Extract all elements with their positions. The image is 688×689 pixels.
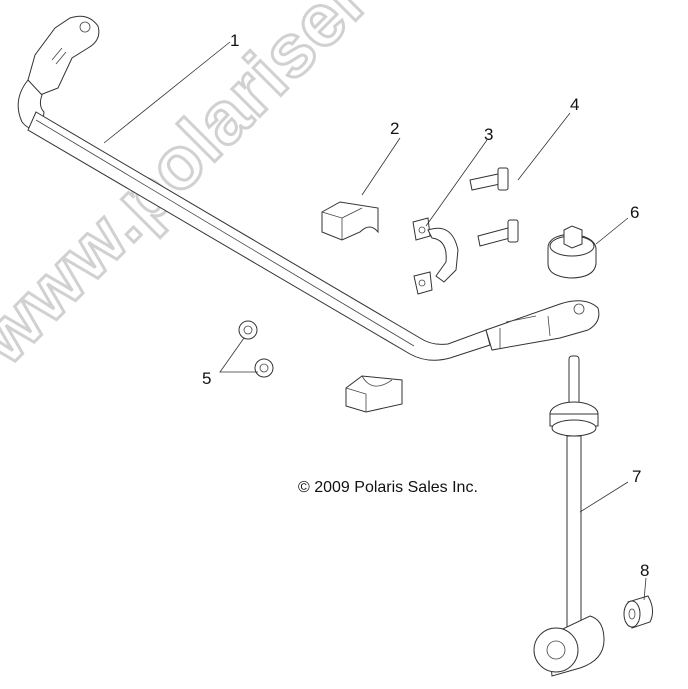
callout-8: 8: [640, 561, 649, 580]
bracket-clamp: [412, 217, 459, 295]
callout-1: 1: [230, 31, 239, 50]
leader-lines: [103, 41, 647, 601]
nuts: [238, 320, 274, 378]
copyright-notice: © 2009 Polaris Sales Inc.: [298, 479, 478, 496]
bushing-cap: [547, 225, 597, 279]
spacer-bushing: [623, 595, 654, 629]
bolts: [469, 167, 519, 247]
callout-2: 2: [390, 119, 399, 138]
callout-5: 5: [202, 369, 211, 388]
callout-4: 4: [570, 95, 579, 114]
callout-7: 7: [632, 467, 641, 486]
bushing-upper: [321, 201, 379, 241]
stabilizer-bar: [17, 15, 600, 361]
callout-numbers: 1 2 3 4 5 6 7 8: [202, 31, 649, 580]
link-rod: [533, 355, 605, 677]
callout-3: 3: [484, 125, 493, 144]
callout-6: 6: [630, 203, 639, 222]
bushing-lower: [345, 375, 403, 413]
